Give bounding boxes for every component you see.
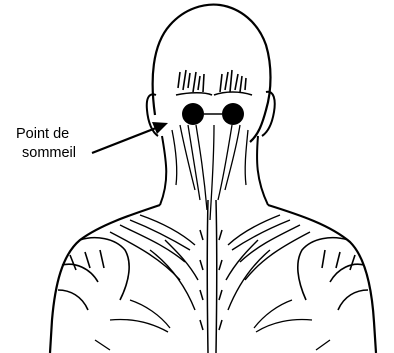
- trapezius-hatching: [110, 215, 310, 310]
- head-outline: [153, 5, 271, 142]
- neck-left-outline: [160, 136, 166, 205]
- right-shoulder-outline: [268, 205, 376, 353]
- occipital-hatching: [176, 70, 252, 95]
- callout-arrow-line: [92, 128, 156, 153]
- callout-label-line-2: sommeil: [22, 144, 76, 163]
- lower-back-strands: [95, 300, 330, 350]
- left-shoulder-outline: [50, 205, 160, 353]
- deltoid-left: [58, 238, 129, 310]
- sleep-point-left: [182, 103, 204, 125]
- sleep-point-right: [222, 103, 244, 125]
- deltoid-right: [298, 238, 368, 310]
- neck-right-outline: [257, 136, 268, 205]
- spine-strands: [200, 200, 222, 353]
- callout-label-line-1: Point de: [16, 125, 69, 144]
- neck-muscle-strands: [172, 125, 248, 220]
